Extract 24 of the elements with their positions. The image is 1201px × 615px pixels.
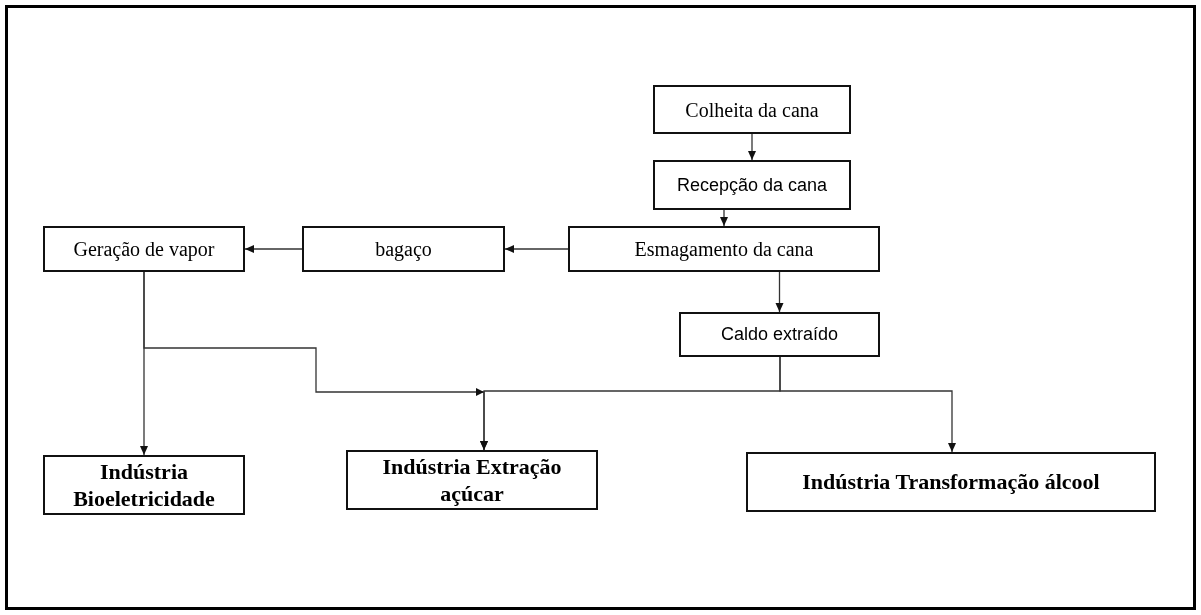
box-label: Indústria Transformação álcool bbox=[802, 468, 1100, 496]
box-label: bagaço bbox=[375, 237, 432, 263]
box-label: Indústria Bioeletricidade bbox=[72, 457, 216, 513]
box-label: Colheita da cana bbox=[685, 97, 819, 123]
process-box bbox=[746, 452, 1156, 512]
box-label: Recepção da cana bbox=[676, 173, 828, 197]
arrow bbox=[504, 245, 569, 253]
process-box bbox=[302, 226, 505, 272]
process-box bbox=[653, 160, 851, 210]
process-box bbox=[43, 455, 245, 515]
process-box bbox=[568, 226, 880, 272]
arrow bbox=[748, 133, 756, 161]
arrow bbox=[775, 271, 784, 313]
box-label: Indústria Extração açúcar bbox=[381, 452, 563, 508]
arrow bbox=[244, 245, 303, 253]
box-label: Caldo extraído bbox=[720, 323, 839, 346]
arrow bbox=[779, 356, 956, 453]
process-box bbox=[679, 312, 880, 357]
process-box bbox=[43, 226, 245, 272]
process-box bbox=[346, 450, 598, 510]
box-label: Geração de vapor bbox=[73, 237, 215, 263]
arrow bbox=[720, 209, 728, 227]
process-box bbox=[653, 85, 851, 134]
box-label: Esmagamento da cana bbox=[634, 237, 814, 263]
